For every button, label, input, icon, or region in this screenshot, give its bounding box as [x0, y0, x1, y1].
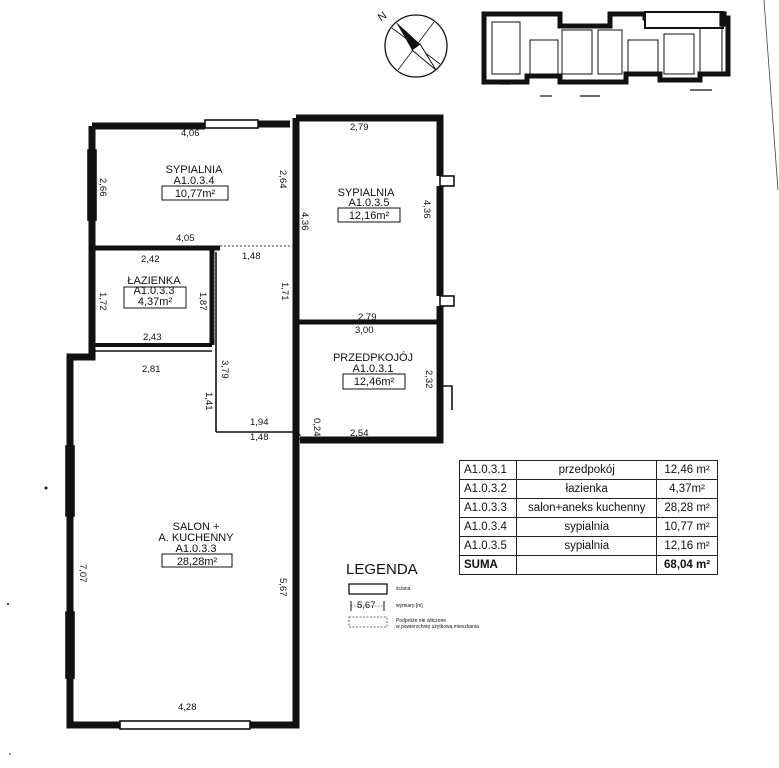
dim-text: 1,94: [250, 417, 269, 428]
dim-text: 4,36: [421, 200, 432, 219]
room-name-cell: łazienka: [516, 479, 658, 499]
legend-floor-label-1: Podpróże nie wliczone: [396, 618, 447, 624]
room-area: 28,28m²: [177, 556, 218, 568]
room-area: 4,37m²: [138, 296, 173, 308]
dimension-labels: 4,06 2,79 2,66 2,64 4,36 4,36 4,05 2,42 …: [77, 122, 434, 713]
room-label-hallway: PRZEDPKOJÓJ A1.0.3.1 12,46m²: [333, 351, 413, 390]
room-name: PRZEDPKOJÓJ: [333, 351, 413, 364]
area-summary-table: A1.0.3.1 przedpokój 12,46 m² A1.0.3.2 ła…: [458, 460, 718, 575]
dim-text: 1,87: [197, 292, 208, 311]
room-name-cell: sypialnia: [516, 536, 658, 556]
dim-text: 1,48: [242, 251, 261, 262]
table-row-total: SUMA 68,04 m²: [458, 555, 718, 575]
dim-text: 1,48: [250, 432, 269, 443]
dim-text: 2,32: [423, 370, 434, 389]
dim-text: 0,24: [311, 418, 322, 437]
key-plan-building-outline: [481, 11, 731, 97]
room-name-line1: SALON +: [173, 521, 220, 533]
legend-title: LEGENDA: [346, 561, 418, 578]
room-area-cell: 12,16 m²: [656, 536, 718, 556]
dim-text: 4,28: [178, 702, 197, 713]
compass-north-label: N: [376, 10, 389, 24]
dim-text: 2,54: [350, 428, 369, 439]
walls: [65, 114, 455, 730]
room-label-bedroom-2: SYPIALNIA A1.0.3.5 12,16m²: [337, 187, 401, 223]
room-name-cell: sypialnia: [516, 517, 658, 537]
compass-icon: N: [376, 10, 448, 78]
room-area-cell: 12,46 m²: [656, 460, 718, 480]
room-name: SYPIALNIA: [338, 187, 396, 199]
total-label-cell: SUMA: [458, 555, 518, 575]
dim-text: 2,43: [143, 332, 162, 343]
table-row: A1.0.3.2 łazienka 4,37m²: [458, 479, 718, 499]
legend-symbols: 5,67: [348, 583, 388, 628]
total-area-cell: 68,04 m²: [656, 555, 718, 575]
room-area-cell: 10,77 m²: [656, 517, 718, 537]
dim-text: 1,41: [203, 392, 214, 411]
dim-text: 4,36: [299, 212, 310, 231]
page-edge-line: [763, 0, 779, 191]
dim-text: 1,71: [279, 282, 290, 301]
room-code: A1.0.3.3: [134, 285, 175, 297]
room-label-living-room: SALON + A. KUCHENNY A1.0.3.3 28,28m²: [158, 521, 234, 568]
room-code: A1.0.3.3: [176, 543, 217, 555]
room-code-cell: A1.0.3.5: [458, 536, 518, 556]
room-area: 12,46m²: [354, 376, 395, 388]
room-name-cell: salon+aneks kuchenny: [516, 498, 658, 518]
table-row: A1.0.3.5 sypialnia 12,16 m²: [458, 536, 718, 556]
room-area-cell: 28,28 m²: [656, 498, 718, 518]
room-code: A1.0.3.1: [353, 363, 394, 375]
room-name: SYPIALNIA: [166, 164, 224, 176]
room-code: A1.0.3.5: [349, 197, 390, 209]
room-code-cell: A1.0.3.4: [458, 517, 518, 537]
dim-text: 2,79: [358, 312, 377, 323]
dim-text: 4,05: [176, 233, 195, 244]
legend-dim-sample: 5,67: [357, 600, 376, 611]
room-label-bathroom: ŁAZIENKA A1.0.3.3 4,37m²: [123, 275, 187, 309]
room-code: A1.0.3.4: [174, 175, 215, 187]
table-row: A1.0.3.3 salon+aneks kuchenny 28,28 m²: [458, 498, 718, 518]
legend-dim-label: wymiary [m]: [396, 603, 423, 609]
room-area-cell: 4,37m²: [656, 479, 718, 499]
dim-text: 5,67: [277, 578, 288, 597]
table-row: A1.0.3.4 sypialnia 10,77 m²: [458, 517, 718, 537]
room-name: ŁAZIENKA: [127, 275, 181, 287]
room-name-line2: A. KUCHENNY: [158, 532, 234, 544]
dim-text: 2,64: [277, 170, 288, 189]
room-area: 10,77m²: [175, 188, 216, 200]
dim-text: 3,00: [355, 325, 374, 336]
dim-text: 3,79: [219, 360, 230, 379]
dim-text: 2,66: [97, 178, 108, 197]
legend-wall-label: ściana: [396, 586, 411, 592]
room-name-cell: przedpokój: [516, 460, 658, 480]
table-row: A1.0.3.1 przedpokój 12,46 m²: [458, 460, 718, 480]
legend-floor-label-2: w powierzchnię użytkową mieszkania: [396, 624, 479, 630]
dim-text: 2,81: [142, 364, 161, 375]
room-label-bedroom-1: SYPIALNIA A1.0.3.4 10,77m²: [161, 164, 229, 201]
room-code-cell: A1.0.3.3: [458, 498, 518, 518]
dim-text: 7,07: [77, 564, 88, 583]
room-code-cell: A1.0.3.1: [458, 460, 518, 480]
room-code-cell: A1.0.3.2: [458, 479, 518, 499]
dim-text: 4,06: [181, 128, 200, 139]
dim-text: 2,79: [350, 122, 369, 133]
dim-text: 1,72: [97, 292, 108, 311]
total-empty-cell: [516, 555, 658, 575]
dim-text: 2,42: [141, 254, 160, 265]
room-area: 12,16m²: [349, 210, 390, 222]
